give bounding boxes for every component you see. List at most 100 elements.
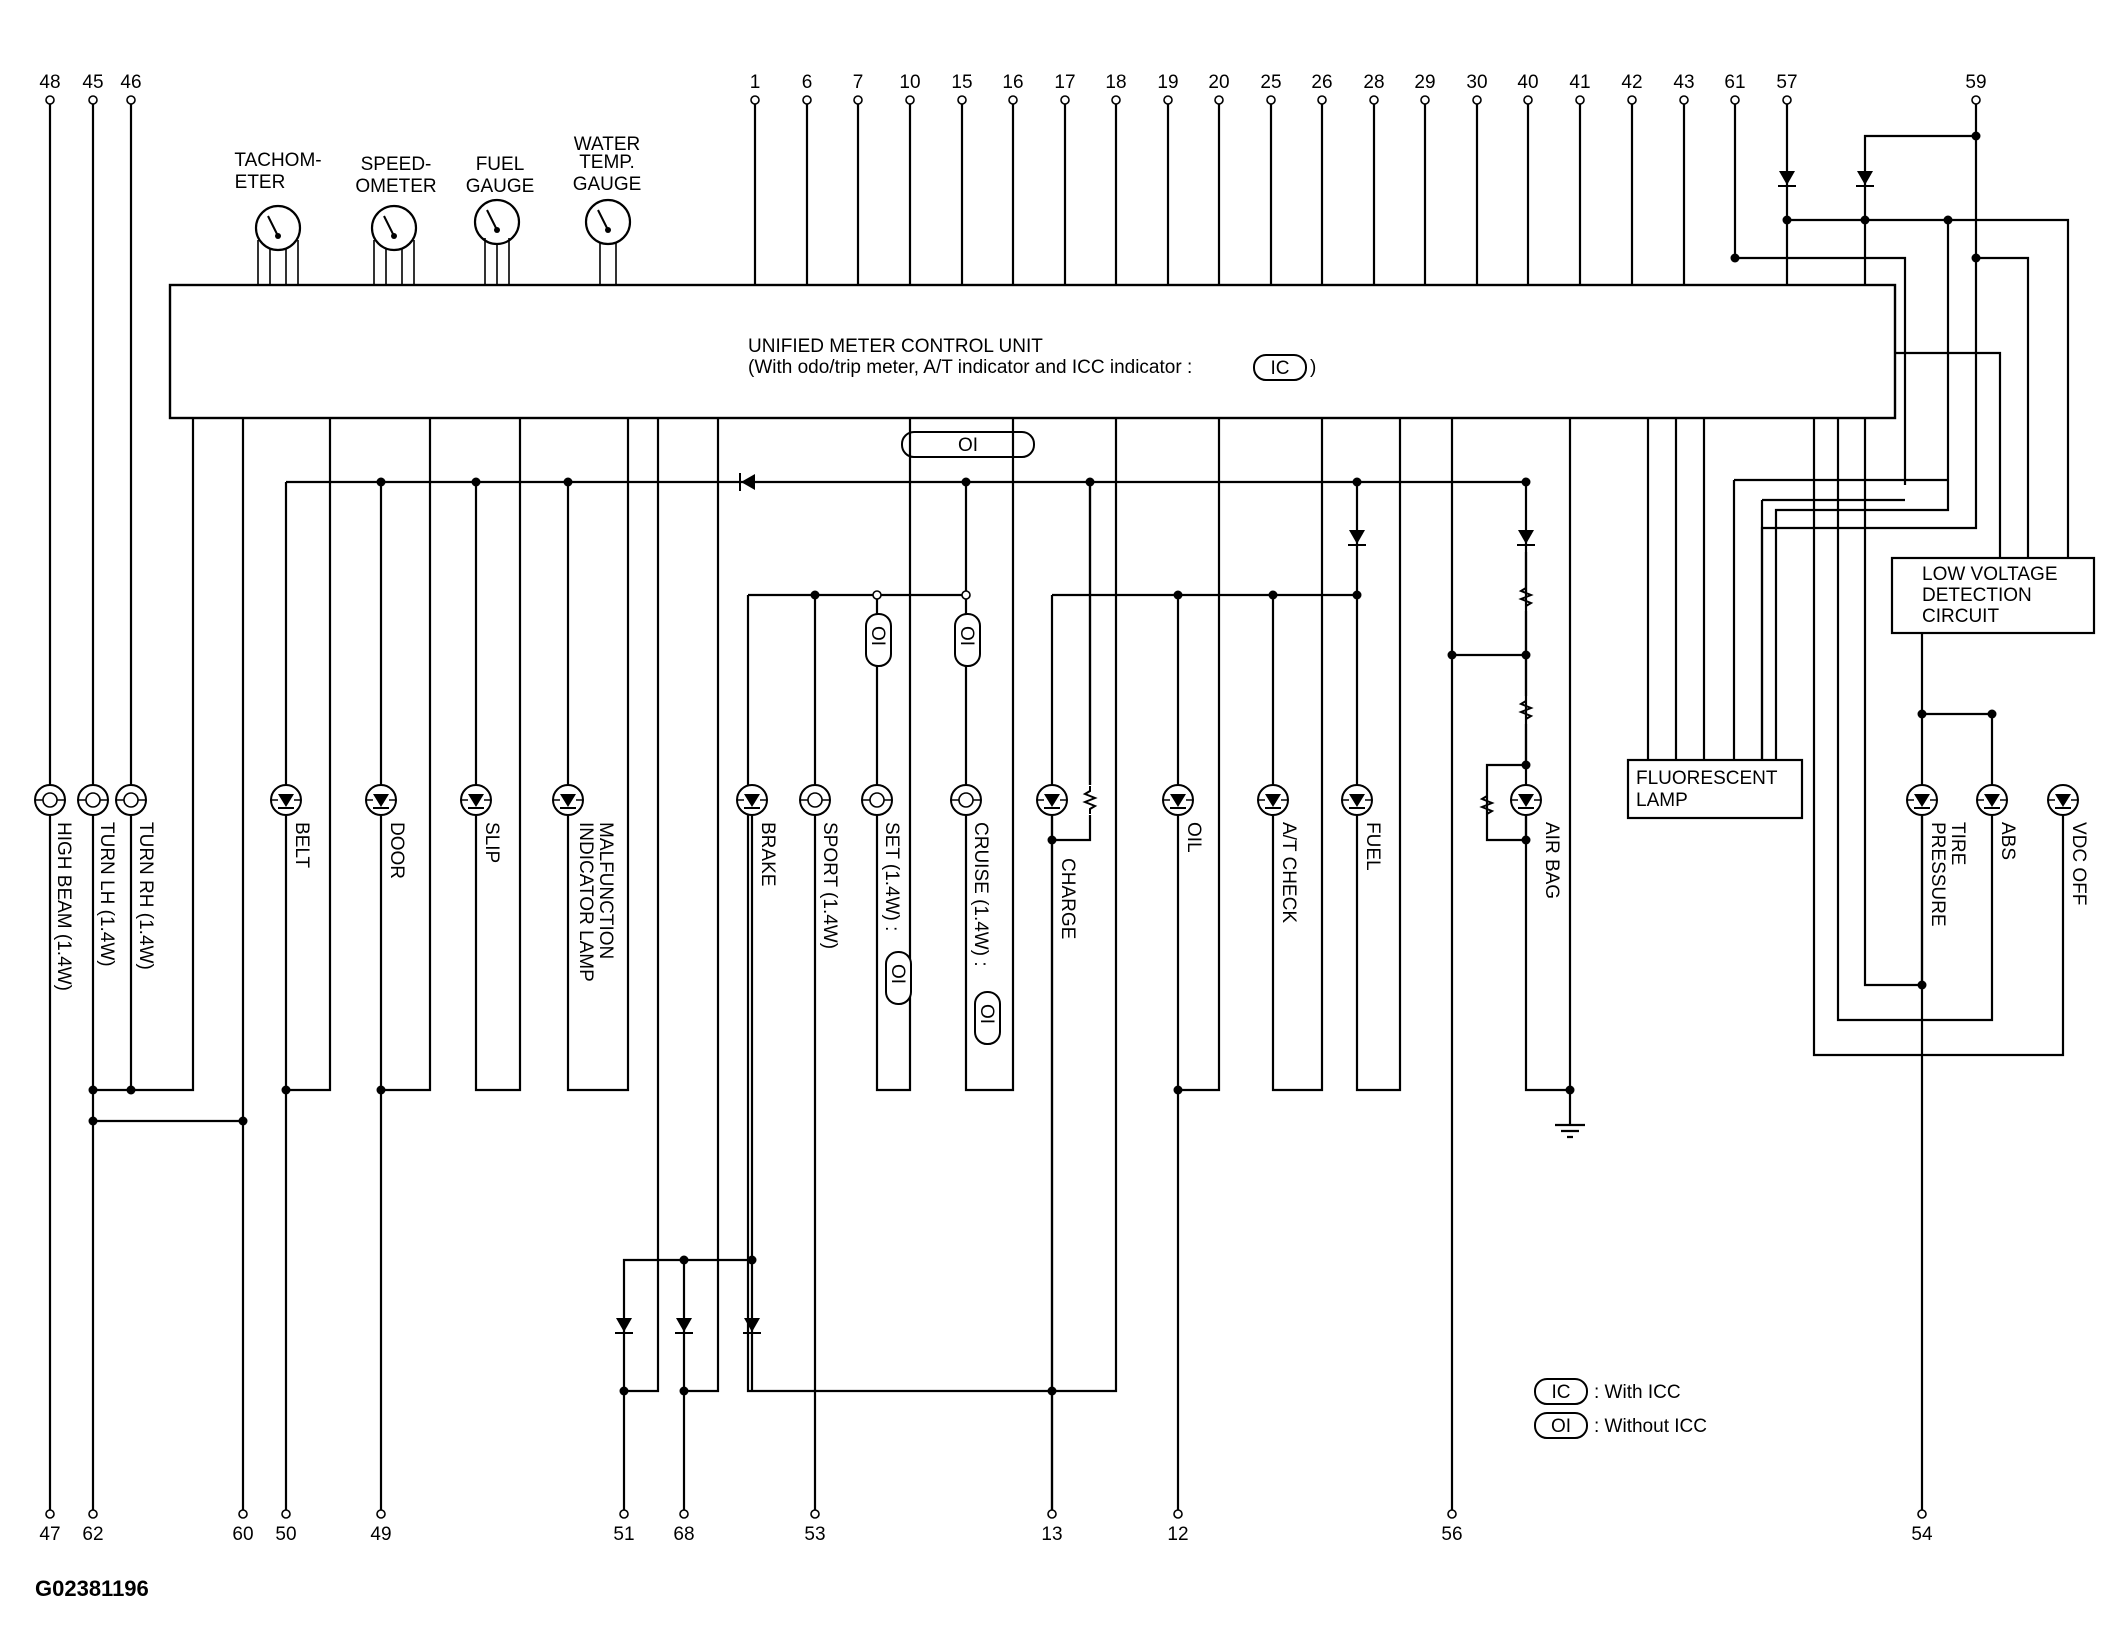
pin-29: 29 (1414, 72, 1435, 93)
pin-17: 17 (1054, 72, 1075, 93)
oi-badge-cruise: OI (956, 626, 977, 646)
pin-13: 13 (1041, 1524, 1062, 1545)
lamp-label-mil: MALFUNCTION (595, 822, 616, 959)
fluorescent-label-2: LAMP (1636, 790, 1688, 811)
bottom-terminals (45, 1509, 1927, 1519)
pin-1: 1 (750, 72, 761, 93)
legend-text-ic: : With ICC (1594, 1382, 1681, 1403)
pin-19: 19 (1157, 72, 1178, 93)
oi-badge-set-label: OI (887, 964, 908, 984)
pin-48: 48 (39, 72, 60, 93)
pin-50: 50 (275, 1524, 296, 1545)
gauge-label: GAUGE (573, 174, 642, 195)
lamp-label-slip: SLIP (481, 822, 502, 863)
bottom-pin-row: 47 62 60 50 49 51 68 53 13 12 56 54 (39, 1524, 1933, 1545)
gauge-label: TACHOM- (234, 150, 321, 171)
lamp-label-tire-2: PRESSURE (1927, 822, 1948, 927)
lamp-label-door: DOOR (386, 822, 407, 879)
indicator-circuits-left: BELT DOOR SLIP MALFUNCTION INDICATOR LAM… (270, 418, 630, 1510)
pin-6: 6 (802, 72, 813, 93)
secondary-rail (746, 418, 1536, 1510)
low-voltage-label-1: LOW VOLTAGE (1922, 564, 2058, 585)
pin-46: 46 (120, 72, 141, 93)
lamp-label-air-bag: AIR BAG (1541, 822, 1562, 899)
lamp-label-vdc-off: VDC OFF (2068, 822, 2089, 905)
charge-circuit: CHARGE (1036, 482, 1096, 1510)
pin-57: 57 (1776, 72, 1797, 93)
legend-text-oi: : Without ICC (1594, 1416, 1707, 1437)
top-wires (753, 104, 2070, 987)
legend-badge-oi: OI (1551, 1416, 1571, 1437)
diagram-code: G02381196 (35, 1576, 149, 1601)
fluorescent-lamp: FLUORESCENT LAMP (1626, 418, 1948, 820)
brake-circuit: BRAKE (614, 418, 778, 1510)
low-voltage-label-2: DETECTION (1922, 585, 2032, 606)
lamp-label-tire: TIRE (1947, 822, 1968, 865)
pin-43: 43 (1673, 72, 1694, 93)
gauge-label: FUEL (476, 154, 525, 175)
right-lamps: TIRE PRESSURE ABS VDC OFF (1812, 418, 2089, 1057)
control-unit-title: UNIFIED METER CONTROL UNIT (748, 336, 1043, 357)
lamp-label-turn-lh: TURN LH (1.4W) (96, 822, 117, 967)
pin-40: 40 (1517, 72, 1538, 93)
pin-7: 7 (853, 72, 864, 93)
pin-18: 18 (1105, 72, 1126, 93)
ic-badge: IC (1271, 358, 1290, 379)
subtitle-end: ) (1310, 357, 1316, 378)
pin-60: 60 (232, 1524, 253, 1545)
top-terminals (45, 95, 1981, 105)
supply-rail (284, 472, 1531, 785)
lamp-label-fuel: FUEL (1362, 822, 1383, 871)
pin-51: 51 (613, 1524, 634, 1545)
pin-54: 54 (1911, 1524, 1933, 1545)
lamp-label-oil: OIL (1183, 822, 1204, 853)
gauges: TACHOM- ETER SPEED- OMETER FUEL GAUGE WA… (234, 134, 641, 285)
pin-42: 42 (1621, 72, 1642, 93)
lamp-label-high-beam: HIGH BEAM (1.4W) (53, 822, 74, 991)
low-voltage-detection: LOW VOLTAGE DETECTION CIRCUIT (1890, 351, 2096, 1510)
lamp-label-belt: BELT (291, 822, 312, 869)
fuel-gauge: FUEL GAUGE (466, 154, 534, 285)
turn-beam-circuits: HIGH BEAM (1.4W) TURN LH (1.4W) TURN RH … (34, 104, 248, 1510)
pin-56: 56 (1441, 1524, 1462, 1545)
air-bag-circuit: AIR BAG (1447, 418, 1585, 1510)
pin-10: 10 (899, 72, 920, 93)
gauge-label: SPEED- (361, 154, 432, 175)
pin-15: 15 (951, 72, 972, 93)
lamp-label-turn-rh: TURN RH (1.4W) (135, 822, 156, 970)
pin-25: 25 (1260, 72, 1281, 93)
pin-61: 61 (1724, 72, 1745, 93)
legend: IC : With ICC OI : Without ICC (1534, 1378, 1707, 1439)
control-unit: UNIFIED METER CONTROL UNIT (With odo/tri… (168, 283, 1897, 458)
pin-20: 20 (1208, 72, 1229, 93)
oi-badge: OI (958, 435, 978, 456)
cruise-circuits: SPORT (1.4W) OI SET (1.4W) : OI OI CRUIS… (799, 418, 1015, 1510)
top-junctions (1730, 131, 1981, 263)
gauge-label: OMETER (355, 176, 436, 197)
pin-41: 41 (1569, 72, 1590, 93)
low-voltage-label-3: CIRCUIT (1922, 606, 1999, 627)
pin-47: 47 (39, 1524, 60, 1545)
lamp-label-cruise: CRUISE (1.4W) : (970, 822, 991, 967)
pin-28: 28 (1363, 72, 1384, 93)
lamp-label-at-check: A/T CHECK (1278, 822, 1299, 923)
gauge-label: TEMP. (579, 152, 635, 173)
top-pin-row: 48 45 46 1 6 7 10 15 16 17 18 19 20 25 2… (39, 72, 1986, 93)
lamp-label-set: SET (1.4W) : (881, 822, 902, 931)
pin-62: 62 (82, 1524, 103, 1545)
lamp-label-charge: CHARGE (1057, 858, 1078, 939)
pin-16: 16 (1002, 72, 1023, 93)
control-unit-subtitle: (With odo/trip meter, A/T indicator and … (748, 357, 1192, 378)
pin-49: 49 (370, 1524, 391, 1545)
pin-68: 68 (673, 1524, 694, 1545)
pin-12: 12 (1167, 1524, 1188, 1545)
fluorescent-label-1: FLUORESCENT (1636, 768, 1778, 789)
pin-26: 26 (1311, 72, 1332, 93)
oi-badge-set: OI (867, 626, 888, 646)
pin-45: 45 (82, 72, 103, 93)
lamp-label-brake: BRAKE (757, 822, 778, 886)
pin-59: 59 (1965, 72, 1986, 93)
oil-at-fuel-circuits: OIL A/T CHECK FUEL (1162, 418, 1402, 1510)
legend-badge-ic: IC (1552, 1382, 1571, 1403)
